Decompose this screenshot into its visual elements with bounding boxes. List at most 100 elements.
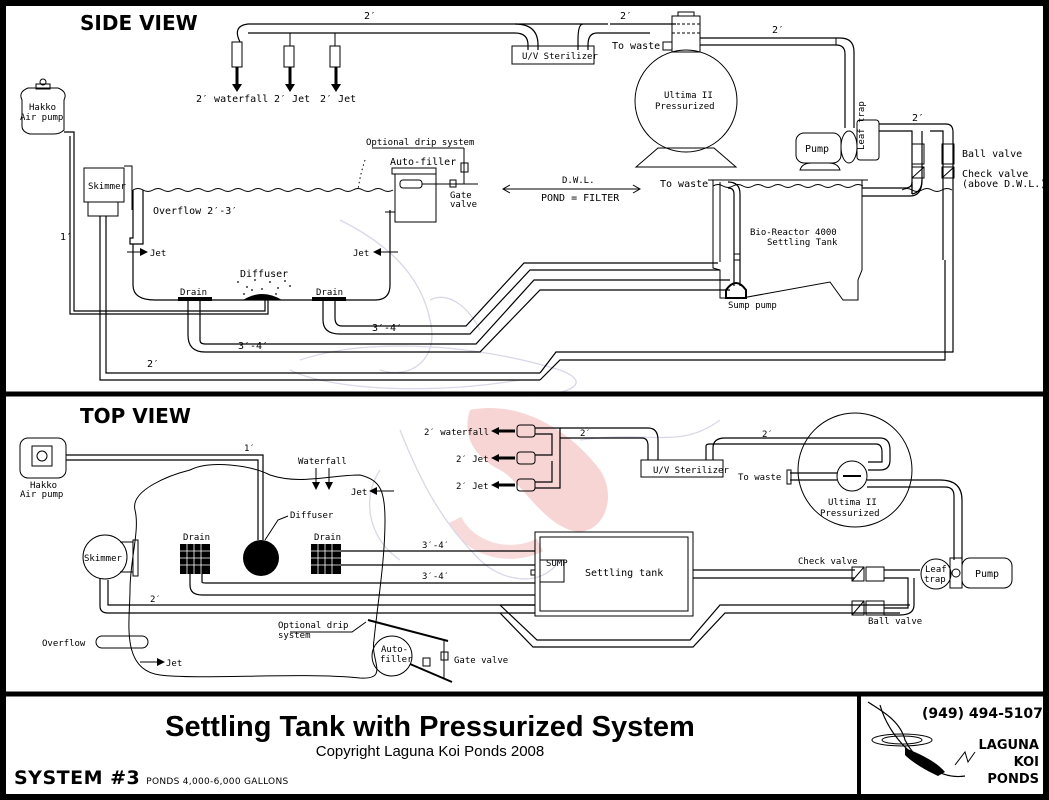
top-air-line-label: 1′	[244, 444, 255, 454]
top-settling-tank	[530, 531, 694, 617]
system-subtitle: PONDS 4,000-6,000 GALLONS	[146, 777, 289, 787]
side-ball-valve-label: Ball valve	[962, 149, 1022, 160]
top-drain-left	[180, 544, 210, 574]
side-water-surface	[132, 188, 394, 192]
side-jet-left-label: Jet	[150, 249, 166, 259]
side-diffuser-bubbles	[237, 279, 291, 296]
top-check-valve-label: Check valve	[798, 557, 858, 567]
side-skimmer-label: Skimmer	[88, 182, 127, 192]
top-drain-right	[311, 544, 341, 574]
side-ultima-label-1: Ultima II	[664, 91, 713, 101]
top-ball-valve	[851, 600, 865, 616]
top-autofiller-label-2: filler	[380, 655, 413, 665]
top-pipe-uv-right-label: 2′	[762, 430, 773, 440]
top-sump-label: SUMP	[546, 559, 568, 569]
side-dwl-arrow	[501, 184, 642, 194]
side-air-line-label: 1′	[60, 232, 72, 243]
side-autofiller	[372, 147, 478, 223]
top-leaf-trap-label-2: trap	[924, 575, 946, 585]
top-drip-label-2: system	[278, 631, 311, 641]
side-drain-right	[312, 297, 346, 301]
top-leaf-trap-label-1: Leaf	[925, 565, 947, 575]
top-drain-right-label: Drain	[314, 533, 341, 543]
side-pump	[795, 119, 880, 171]
top-jet-top-label: Jet	[351, 488, 367, 498]
side-leaf-trap-label: Leaf trap	[857, 101, 867, 150]
side-to-waste-top-label: To waste	[612, 41, 660, 52]
koi-watermark	[289, 219, 721, 580]
side-air-pump-label-1: Hakko	[29, 103, 56, 113]
top-diffuser	[243, 540, 279, 576]
top-check-valve	[851, 566, 865, 582]
phone-number: (949) 494-5107	[922, 706, 1043, 722]
top-overflow-label: Overflow	[42, 639, 86, 649]
side-diffuser-label: Diffuser	[240, 269, 288, 280]
side-drain-left	[178, 297, 212, 301]
side-tank-water-surface	[712, 184, 864, 188]
diagram-title: Settling Tank with Pressurized System	[165, 711, 695, 743]
side-uv-label: U/V Sterilizer	[522, 52, 598, 62]
copyright-text: Copyright Laguna Koi Ponds 2008	[315, 743, 545, 760]
brand-line-3: PONDS	[987, 772, 1039, 787]
side-drain-left-label: Drain	[180, 288, 207, 298]
side-jet1-label: 2′ Jet	[274, 94, 310, 105]
top-out-jet2-label: 2′ Jet	[456, 482, 489, 492]
top-jet-bottom-label: Jet	[166, 659, 182, 669]
side-pipe-label-top-mid: 2′	[620, 11, 632, 22]
top-settling-tank-label: Settling tank	[585, 568, 663, 579]
top-pump	[961, 557, 1013, 589]
side-skimmer	[83, 165, 540, 381]
top-autofiller-label-1: Auto-	[381, 645, 408, 655]
koi-logo	[867, 701, 976, 778]
brand-name: LAGUNA KOI PONDS	[978, 737, 1039, 788]
side-to-waste-tank-label: To waste	[660, 179, 708, 190]
side-uv-sterilizer	[511, 45, 595, 65]
top-pond-outline	[128, 464, 386, 679]
top-skimmer-pipe-label: 2′	[150, 595, 161, 605]
side-drip-line	[357, 159, 366, 191]
top-ultima-label-1: Ultima II	[828, 498, 877, 508]
side-gate-valve-label-2: valve	[450, 200, 477, 210]
system-label: SYSTEM #3 PONDS 4,000-6,000 GALLONS	[14, 767, 289, 789]
side-overflow-label: Overflow 2′-3′	[153, 206, 237, 217]
top-pipe-uv-left-label: 2′	[580, 429, 591, 439]
side-ultima-label-2: Pressurized	[655, 102, 715, 112]
top-out-jet1-label: 2′ Jet	[456, 455, 489, 465]
top-autofiller	[371, 635, 413, 677]
side-dwl-label: D.W.L.	[562, 176, 595, 186]
side-pipe-label-top-left: 2′	[364, 11, 376, 22]
side-jet-right-label: Jet	[353, 249, 369, 259]
top-ball-valve-label: Ball valve	[868, 617, 922, 627]
side-pond-filter-label: POND = FILTER	[541, 193, 620, 204]
top-diffuser-label: Diffuser	[290, 511, 334, 521]
side-gate-valve-label-1: Gate	[450, 191, 472, 201]
side-autofiller-label: Auto-filler	[390, 157, 456, 168]
brand-line-2: KOI	[1013, 755, 1039, 770]
top-drain-left-label: Drain	[183, 533, 210, 543]
side-bio-reactor-label-1: Bio-Reactor 4000	[750, 228, 837, 238]
side-check-valve-label-1: Check valve	[962, 169, 1028, 180]
top-skimmer-label: Skimmer	[84, 554, 123, 564]
side-jet2-label: 2′ Jet	[320, 94, 356, 105]
side-air-pump	[20, 78, 66, 135]
side-pipe-label-top-right: 2′	[772, 25, 784, 36]
top-uv-label: U/V Sterilizer	[653, 466, 729, 476]
top-to-waste-label: To waste	[738, 473, 781, 483]
side-pond-outline	[132, 210, 391, 301]
top-ultima-label-2: Pressurized	[820, 509, 880, 519]
top-drain-pipe-2-label: 3′-4′	[422, 572, 449, 582]
top-air-pump	[19, 437, 67, 479]
side-check-valve-label-2: (above D.W.L.)	[962, 179, 1046, 190]
side-drain-pipe-left-label: 3′-4′	[238, 341, 268, 352]
side-bio-reactor-label-2: Settling Tank	[767, 238, 838, 248]
side-outlet-water-surface	[901, 188, 953, 192]
top-return-manifold	[491, 424, 659, 492]
top-skimmer	[82, 534, 128, 580]
side-sump-pump-label: Sump pump	[728, 301, 777, 311]
side-skimmer-pipe-label: 2′	[147, 359, 159, 370]
top-ultima-filter	[797, 412, 913, 528]
system-number: SYSTEM #3	[14, 767, 141, 789]
top-leaf-trap	[920, 558, 952, 590]
top-view-title: TOP VIEW	[80, 404, 191, 428]
